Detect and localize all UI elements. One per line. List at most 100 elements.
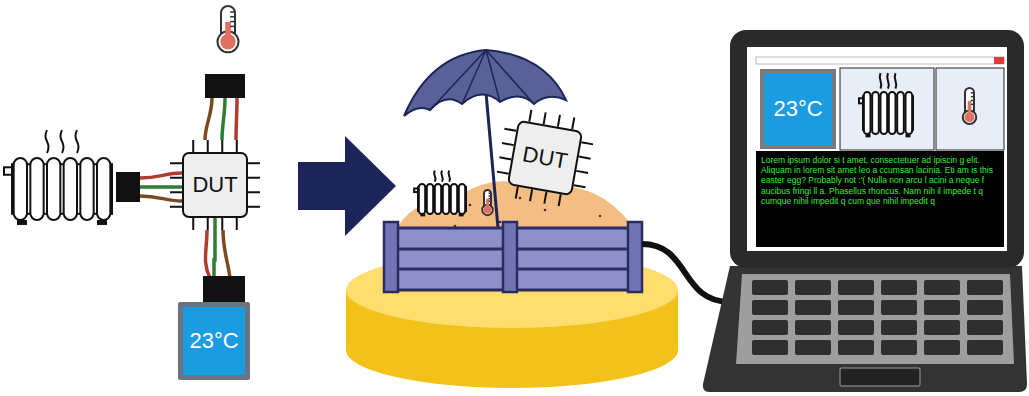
console-text: Lorem ipsum dolor si t amet, consectetue… [761, 155, 999, 206]
radiator-fin [64, 158, 77, 220]
radiator-fin [47, 158, 60, 220]
panel-thermometer [936, 68, 1004, 150]
thermometer-bulb [963, 111, 977, 125]
radiator-foot [866, 134, 871, 137]
chip-pin [559, 194, 561, 206]
radiator-fin [419, 184, 425, 214]
thermometer-bulb-fill [484, 206, 492, 214]
heat-wave [895, 73, 897, 89]
laptop-base [703, 266, 1027, 392]
keyboard-key [924, 320, 960, 335]
wire [222, 98, 225, 140]
radiator-fin [14, 158, 27, 220]
window-titlebar [756, 57, 1004, 64]
keyboard-key [752, 280, 788, 295]
thermometer-tick [971, 100, 974, 102]
chip-pin [221, 140, 223, 152]
laptop [703, 30, 1027, 392]
laptop-bezel [730, 30, 1024, 268]
left-setup [4, 6, 260, 302]
radiator-foot [420, 214, 425, 216]
keyboard-key [795, 320, 831, 335]
chip-pin [236, 140, 238, 152]
chip-pin [529, 110, 531, 122]
temperature-display: 23°C [178, 302, 250, 380]
chip-pin [207, 140, 209, 152]
sand-grain [519, 197, 522, 200]
chip-pin [170, 206, 182, 208]
keyboard-key [924, 300, 960, 315]
keyboard-key [924, 280, 960, 295]
keyboard-key [795, 300, 831, 315]
heat-wave [76, 130, 79, 153]
keyboard-key [967, 340, 1003, 355]
connector-block [116, 172, 140, 202]
chip-pin [207, 218, 209, 230]
thermometer-tick [230, 16, 235, 18]
thermometer-bulb-fill [965, 112, 975, 122]
thermometer-tick [971, 92, 974, 94]
thermometer-bulb [482, 205, 493, 216]
chip-pin [248, 191, 260, 193]
keyboard-key [838, 280, 874, 295]
chip-pin [581, 142, 593, 144]
chip-pin [236, 218, 238, 230]
radiator-fin [30, 158, 43, 220]
sand-grain [599, 215, 602, 218]
radiator-foot [459, 214, 464, 216]
radiator-fin [864, 92, 871, 134]
wire [205, 98, 212, 140]
chip-pin [170, 162, 182, 164]
chip-pin [497, 172, 509, 174]
keyboard-key [752, 300, 788, 315]
heat-wave [61, 130, 64, 153]
keyboard-key [752, 340, 788, 355]
keyboard-key [838, 320, 874, 335]
keyboard-key [795, 280, 831, 295]
keyboard-key [752, 320, 788, 335]
thermometer-tick [230, 26, 235, 28]
umbrella-canopy [404, 50, 566, 116]
panel-radiator [840, 68, 934, 150]
heat-wave [448, 171, 449, 182]
thermometer-bulb [218, 31, 239, 52]
keyboard-key [967, 300, 1003, 315]
radiator-fin [443, 184, 449, 214]
heat-wave [441, 171, 442, 182]
heat-wave [46, 130, 49, 153]
chip-pin [544, 112, 546, 124]
chip-pin [530, 189, 532, 201]
radiator-fin [80, 158, 93, 220]
sand-grain [469, 204, 472, 207]
keyboard-key [881, 300, 917, 315]
keyboard-key [881, 340, 917, 355]
heat-wave [434, 171, 435, 182]
chip-pin [574, 185, 586, 187]
dut-chip: DUT [507, 120, 583, 196]
sand-grain [544, 209, 547, 212]
keyboard-key [881, 320, 917, 335]
radiator-fin [97, 158, 110, 220]
chip-pin [499, 157, 511, 159]
wire [140, 173, 182, 178]
keyboard-key [881, 280, 917, 295]
chip-pin [516, 187, 518, 199]
chip-pin [558, 115, 560, 127]
node-label: DUT [520, 141, 569, 174]
chip-pin [248, 162, 260, 164]
touchpad [840, 368, 920, 386]
thermometer-tick [489, 198, 491, 200]
dut-chip: DUT [182, 152, 248, 218]
chip-pin [504, 129, 516, 131]
node-label: DUT [192, 172, 237, 198]
radiator-foot [97, 220, 107, 225]
chip-pin [192, 218, 194, 230]
sand-grain [499, 221, 502, 224]
keyboard-key [924, 340, 960, 355]
radiator-fin [906, 92, 913, 134]
keyboard-key [967, 280, 1003, 295]
radiator-fin [451, 184, 457, 214]
thermometer-tick [489, 195, 491, 197]
thermometer-tick [230, 11, 235, 13]
